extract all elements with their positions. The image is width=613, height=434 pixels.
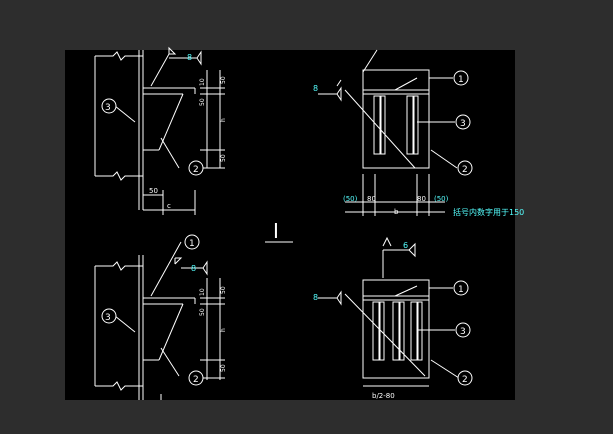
dim-h-bottom: h (220, 328, 227, 332)
callout-3-bottom-left: 3 (105, 313, 111, 323)
drawing-svg: 3 2 3 2 1 1 3 2 1 3 2 8 8 8 8 6 10 50 50… (94, 46, 524, 400)
weld-size-top-right: 8 (313, 84, 318, 93)
weld-size-bottom-right: 8 (313, 293, 318, 302)
callout-1-bottom-left: 1 (189, 239, 195, 249)
callout-3-bottom-right: 3 (460, 327, 466, 337)
dim-50-bottom-b: 50 (220, 286, 227, 294)
dim-c: c (167, 202, 171, 210)
dim-b: b (394, 208, 399, 216)
labels: 3 2 3 2 1 1 3 2 1 3 2 8 8 8 8 6 10 50 50… (105, 53, 524, 400)
callout-1-top-right: 1 (458, 75, 464, 85)
dim-50-paren-left: (50) (343, 195, 358, 203)
dim-50-top-a: 50 (199, 98, 206, 106)
callout-2-bottom-right: 2 (462, 375, 468, 385)
callout-2-bottom-left: 2 (193, 375, 199, 385)
dim-h-top: h (220, 118, 227, 122)
weld-size-bottom-left: 8 (191, 264, 196, 273)
dim-10-bottom: 10 (199, 288, 206, 296)
dim-50-top-b: 50 (220, 76, 227, 84)
callout-3-top-left: 3 (105, 103, 111, 113)
detail-bottom-right (318, 236, 460, 387)
dim-80-left: 80 (367, 195, 376, 203)
note-text: 括号内数字用于150 (453, 207, 524, 217)
detail-top-left (94, 46, 225, 215)
dim-80-right: 80 (417, 195, 426, 203)
dim-50-top-c: 50 (220, 154, 227, 162)
dim-b-half: b/2-80 (372, 392, 395, 400)
callouts (101, 70, 473, 386)
dim-50-bottom: 50 (149, 187, 158, 195)
dim-50-bottom-a: 50 (199, 308, 206, 316)
dim-50-bottom-c: 50 (220, 364, 227, 372)
callout-2-top-right: 2 (462, 165, 468, 175)
callout-1-bottom-right: 1 (458, 285, 464, 295)
callout-2-top-left: 2 (193, 165, 199, 175)
detail-top-right (318, 49, 458, 216)
callout-3-top-right: 3 (460, 119, 466, 129)
cad-canvas[interactable]: 3 2 3 2 1 1 3 2 1 3 2 8 8 8 8 6 10 50 50… (65, 46, 524, 400)
section-label: I (273, 219, 279, 243)
detail-bottom-left (94, 241, 225, 400)
dim-50-paren-right: (50) (434, 195, 449, 203)
dim-10-top: 10 (199, 78, 206, 86)
weld-size-top-left: 8 (187, 53, 192, 62)
weld-size-6: 6 (403, 241, 408, 250)
